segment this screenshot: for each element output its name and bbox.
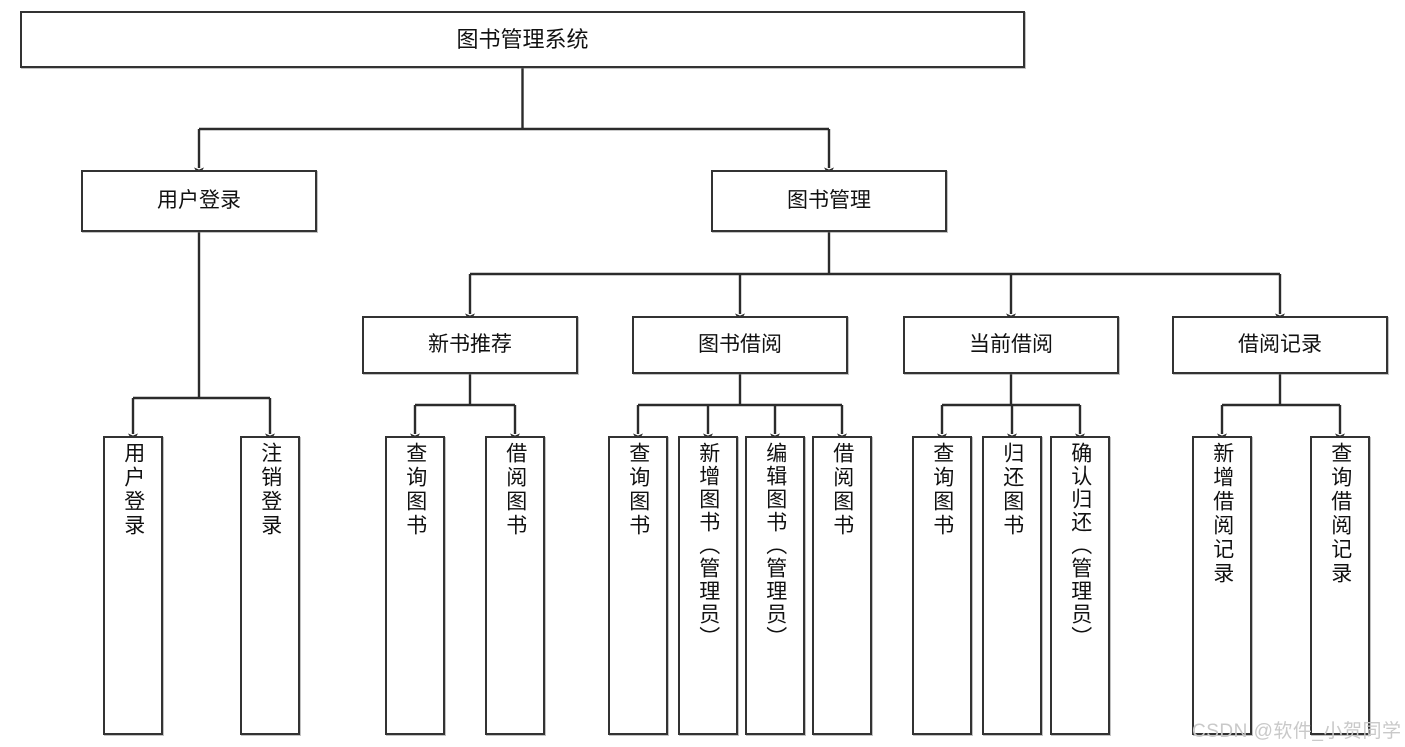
node-l2-1[interactable]: 图书借阅	[632, 316, 848, 374]
node-l1-1[interactable]: 图书管理	[711, 170, 947, 232]
node-label: 注销登录	[258, 442, 282, 538]
node-label: 借阅图书	[830, 442, 854, 538]
node-label: 新增图书（管理员）	[696, 442, 720, 649]
node-lf-5[interactable]: 新增图书（管理员）	[678, 436, 738, 735]
node-lf-11[interactable]: 新增借阅记录	[1192, 436, 1252, 735]
node-lf-1[interactable]: 注销登录	[240, 436, 300, 735]
node-lf-2[interactable]: 查询图书	[385, 436, 445, 735]
node-lf-10[interactable]: 确认归还（管理员）	[1050, 436, 1110, 735]
node-label: 查询图书	[930, 442, 954, 538]
node-label: 图书管理系统	[456, 26, 589, 52]
node-label: 当前借阅	[969, 332, 1053, 356]
node-label: 确认归还（管理员）	[1068, 442, 1092, 649]
node-label: 用户登录	[157, 188, 241, 212]
node-label: 新书推荐	[428, 332, 512, 356]
node-lf-3[interactable]: 借阅图书	[485, 436, 545, 735]
node-lf-0[interactable]: 用户登录	[103, 436, 163, 735]
node-label: 新增借阅记录	[1210, 442, 1234, 586]
node-l1-0[interactable]: 用户登录	[81, 170, 317, 232]
node-lf-7[interactable]: 借阅图书	[812, 436, 872, 735]
node-label: 用户登录	[121, 442, 145, 538]
tree-connectors	[128, 68, 1345, 443]
node-label: 编辑图书（管理员）	[763, 442, 787, 649]
node-label: 借阅图书	[503, 442, 527, 538]
node-lf-8[interactable]: 查询图书	[912, 436, 972, 735]
node-lf-9[interactable]: 归还图书	[982, 436, 1042, 735]
watermark: CSDN @软件_小贺同学	[1192, 721, 1402, 742]
node-label: 借阅记录	[1238, 332, 1322, 356]
node-label: 图书借阅	[698, 332, 782, 356]
node-l2-0[interactable]: 新书推荐	[362, 316, 578, 374]
node-label: 查询图书	[403, 442, 427, 538]
node-label: 图书管理	[787, 188, 871, 212]
node-l2-2[interactable]: 当前借阅	[903, 316, 1119, 374]
node-lf-12[interactable]: 查询借阅记录	[1310, 436, 1370, 735]
node-root[interactable]: 图书管理系统	[20, 11, 1025, 68]
node-lf-4[interactable]: 查询图书	[608, 436, 668, 735]
node-label: 查询图书	[626, 442, 650, 538]
node-label: 查询借阅记录	[1328, 442, 1352, 586]
node-lf-6[interactable]: 编辑图书（管理员）	[745, 436, 805, 735]
node-label: 归还图书	[1000, 442, 1024, 538]
node-l2-3[interactable]: 借阅记录	[1172, 316, 1388, 374]
